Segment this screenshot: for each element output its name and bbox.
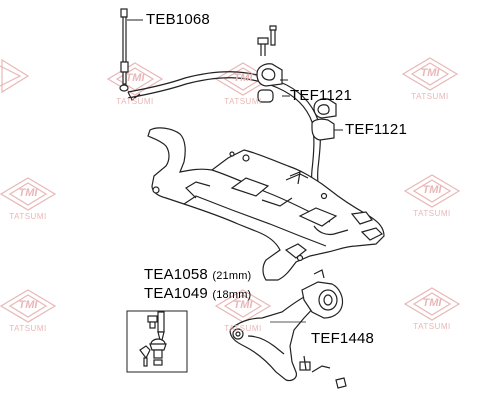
watermark-logo: TMI TATSUMI <box>1 289 55 333</box>
label-tea1049: TEA1049 (18mm) <box>144 285 251 302</box>
stabilizer-bar <box>127 71 321 191</box>
stabilizer-link <box>119 8 129 92</box>
watermark-logo: TMI TATSUMI <box>108 62 162 106</box>
ball-joint <box>139 311 167 367</box>
tea1058-code: TEA1058 <box>144 266 208 283</box>
control-arm <box>229 287 347 389</box>
watermark-logo: TMI TATSUMI <box>216 62 270 106</box>
watermark-company: TATSUMI <box>9 324 47 333</box>
tea1049-code: TEA1049 <box>144 285 208 302</box>
bushing-upper <box>256 25 283 103</box>
tea1058-size: (21mm) <box>212 270 252 282</box>
watermark-brand: TMI <box>18 187 38 199</box>
watermark-company: TATSUMI <box>9 212 47 221</box>
watermark-brand: TMI <box>422 184 442 196</box>
watermark-logo: TMI TATSUMI <box>405 287 459 331</box>
watermark-brand: TMI <box>233 299 253 311</box>
watermark-logo: TMI TATSUMI <box>1 177 55 221</box>
watermark-logo: TMI TATSUMI <box>405 174 459 218</box>
subframe <box>147 127 385 281</box>
watermark-company: TATSUMI <box>224 97 262 106</box>
label-tef1448: TEF1448 <box>311 330 375 347</box>
watermark-logo: TMI TATSUMI <box>216 289 270 333</box>
silent-block <box>301 269 344 319</box>
label-tef1121-top: TEF1121 <box>290 87 352 104</box>
watermark-company: TATSUMI <box>413 322 451 331</box>
watermark-brand: TMI <box>18 299 38 311</box>
label-tef1121-bottom: TEF1121 <box>345 121 407 138</box>
label-tea1058: TEA1058 (21mm) <box>144 266 251 283</box>
ball-joint-box <box>126 310 188 373</box>
watermark-logo: TMI TATSUMI <box>403 57 457 101</box>
watermark-company: TATSUMI <box>413 209 451 218</box>
watermark-company: TATSUMI <box>224 324 262 333</box>
watermark-company: TATSUMI <box>411 92 449 101</box>
watermark-brand: TMI <box>233 72 253 84</box>
watermark-brand: TMI <box>420 67 440 79</box>
watermark-brand: TMI <box>422 297 442 309</box>
watermark-company: TATSUMI <box>116 97 154 106</box>
tea1049-size: (18mm) <box>212 289 252 301</box>
watermark-brand: TMI <box>125 72 145 84</box>
bushing-lower <box>311 98 337 141</box>
label-teb1068: TEB1068 <box>146 11 210 28</box>
